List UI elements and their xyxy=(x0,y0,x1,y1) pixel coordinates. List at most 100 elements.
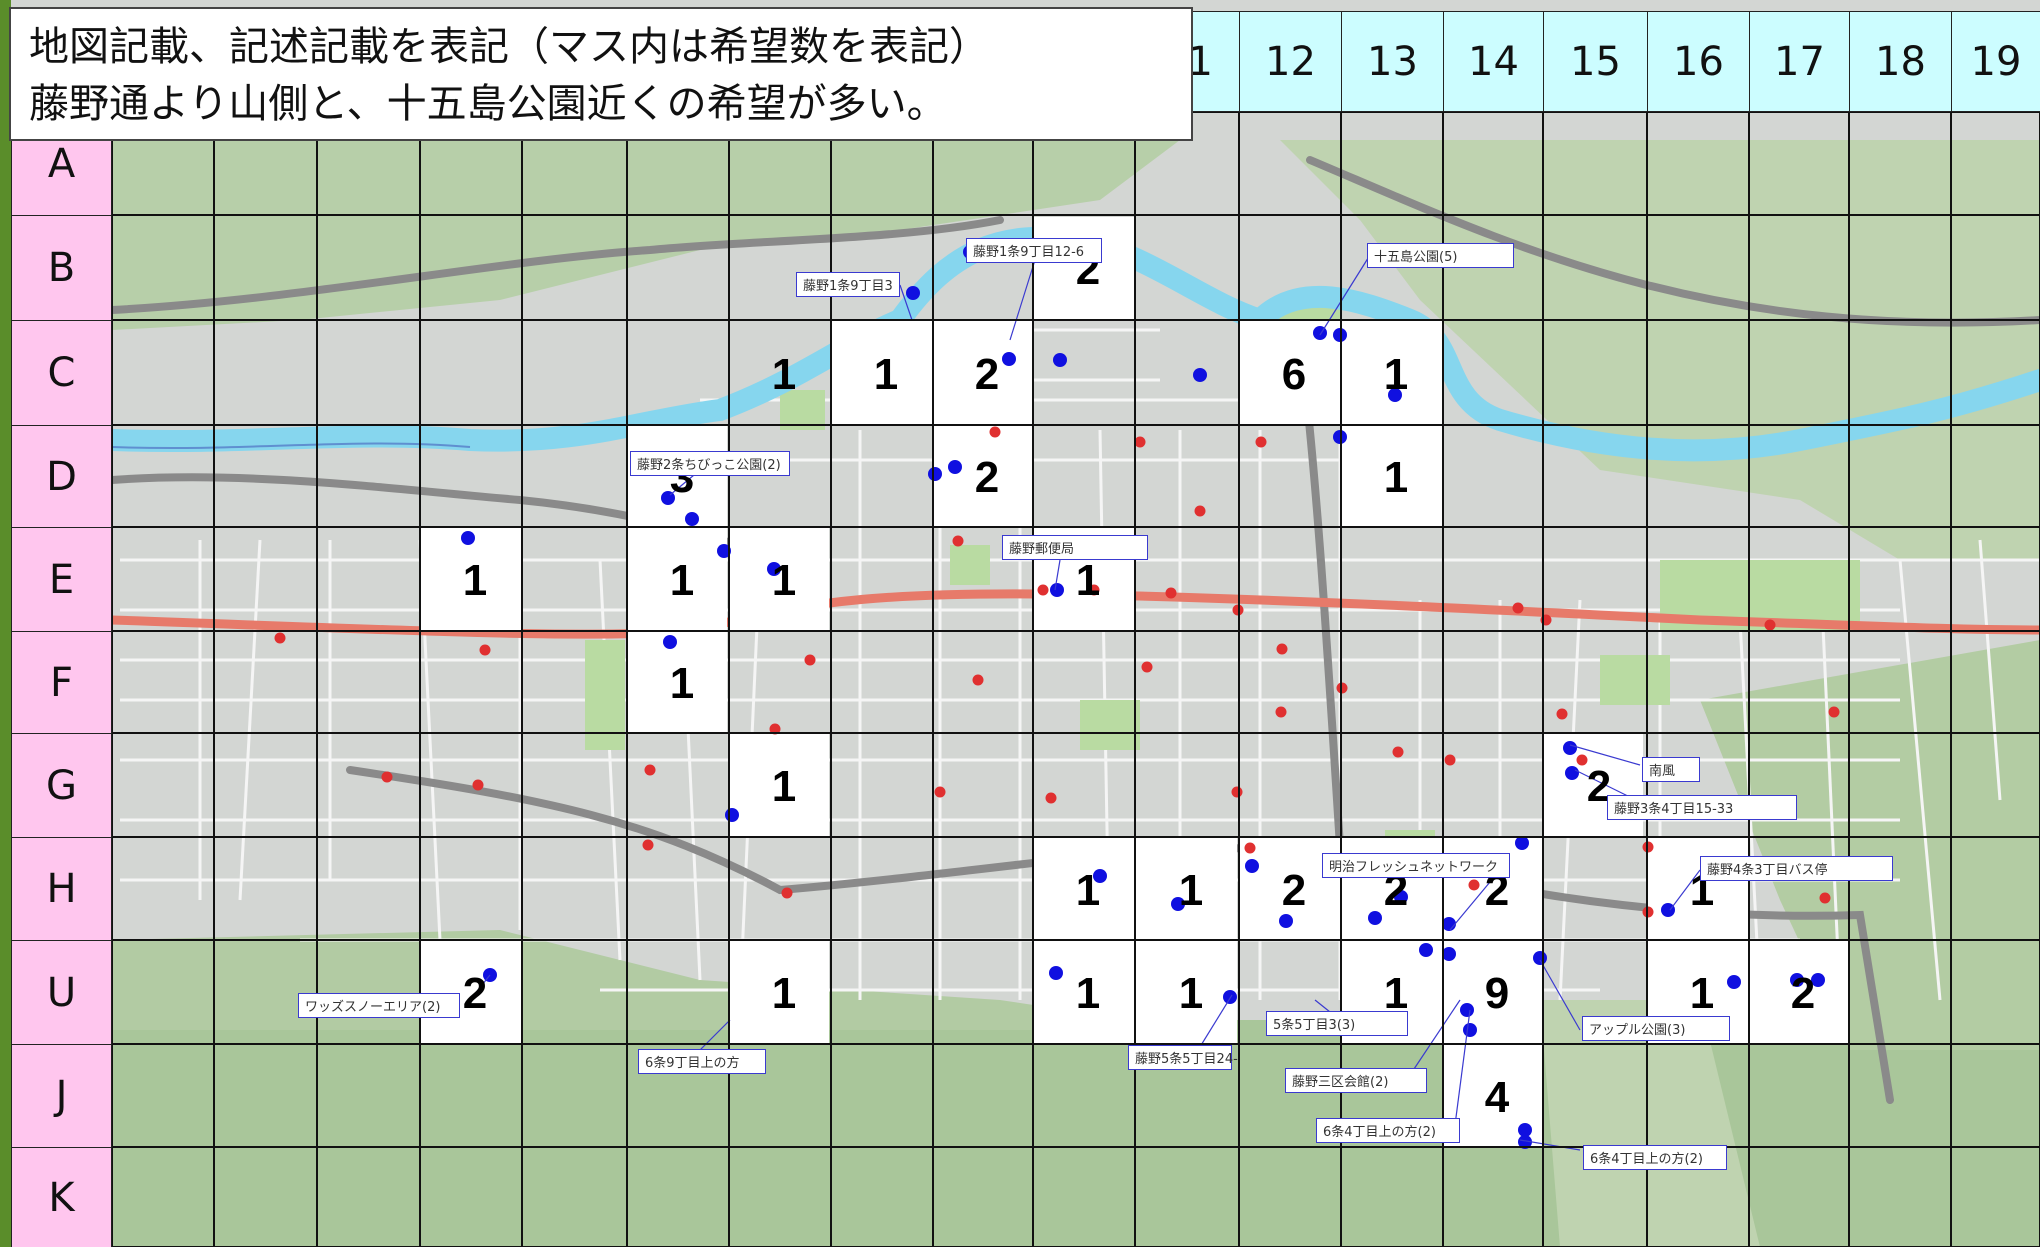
bus-stop-marker xyxy=(1556,708,1568,720)
place-label: 藤野1条9丁目3 xyxy=(796,272,900,297)
request-marker xyxy=(1223,990,1237,1004)
bus-stop-marker xyxy=(274,632,286,644)
request-marker xyxy=(1050,583,1064,597)
place-label: 藤野3条4丁目15-33 xyxy=(1607,795,1797,820)
bus-stop-marker xyxy=(1244,842,1256,854)
bus-stop-marker xyxy=(1045,792,1057,804)
bus-stop-marker xyxy=(1275,706,1287,718)
bus-stop-marker xyxy=(1231,786,1243,798)
row-header: B xyxy=(11,215,112,321)
request-marker xyxy=(663,635,677,649)
bus-stop-marker xyxy=(769,723,781,735)
request-marker xyxy=(717,544,731,558)
place-label: 十五島公園(5) xyxy=(1367,243,1514,268)
bus-stop-marker xyxy=(1828,706,1840,718)
place-label: 6条4丁目上の方(2) xyxy=(1583,1145,1727,1170)
column-header: 19 xyxy=(1951,11,2040,112)
request-count: 1 xyxy=(771,556,797,605)
request-count: 2 xyxy=(1281,865,1307,915)
request-marker xyxy=(1394,890,1408,904)
place-label: 6条4丁目上の方(2) xyxy=(1316,1118,1460,1143)
request-marker xyxy=(1565,766,1579,780)
place-label: 6条9丁目上の方 xyxy=(638,1049,766,1074)
request-marker xyxy=(1563,741,1577,755)
bus-stop-marker xyxy=(952,535,964,547)
column-header: 15 xyxy=(1543,11,1648,112)
request-marker xyxy=(1811,973,1825,987)
request-marker xyxy=(1002,352,1016,366)
request-count: 1 xyxy=(1178,969,1204,1018)
column-header: 16 xyxy=(1647,11,1750,112)
bus-stop-marker xyxy=(989,426,1001,438)
request-marker xyxy=(1661,903,1675,917)
request-count: 1 xyxy=(873,349,899,399)
request-marker xyxy=(1053,353,1067,367)
request-count: 2 xyxy=(974,453,1000,502)
request-count: 1 xyxy=(462,556,488,605)
request-count: 1 xyxy=(1075,969,1101,1018)
place-label: 藤野郵便局 xyxy=(1002,535,1148,560)
request-count: 2 xyxy=(1790,969,1816,1018)
request-marker xyxy=(725,808,739,822)
place-label: ワッズスノーエリア(2) xyxy=(298,993,460,1018)
request-marker xyxy=(1419,943,1433,957)
note-line-2: 藤野通より山側と、十五島公園近くの希望が多い。 xyxy=(29,81,947,127)
slide-edge-decoration xyxy=(0,0,11,1247)
bus-stop-marker xyxy=(381,771,393,783)
place-label: 明治フレッシュネットワーク xyxy=(1322,853,1510,878)
row-header: J xyxy=(11,1044,112,1148)
request-marker xyxy=(1460,1003,1474,1017)
bus-stop-marker xyxy=(1819,892,1831,904)
note-line-1: 地図記載、記述記載を表記（マス内は希望数を表記） xyxy=(29,24,989,70)
row-header: F xyxy=(11,631,112,734)
place-label: 藤野4条3丁目バス停 xyxy=(1700,856,1893,881)
request-count: 1 xyxy=(669,659,695,708)
column-header: 13 xyxy=(1341,11,1444,112)
summary-note: 地図記載、記述記載を表記（マス内は希望数を表記） 藤野通より山側と、十五島公園近… xyxy=(9,7,1193,141)
request-count: 1 xyxy=(771,969,797,1018)
bus-stop-marker xyxy=(1165,587,1177,599)
request-count: 1 xyxy=(771,762,797,811)
request-marker xyxy=(1533,951,1547,965)
place-label: 藤野2条ちびっこ公園(2) xyxy=(630,451,790,476)
request-marker xyxy=(1279,914,1293,928)
place-label: 5条5丁目3(3) xyxy=(1266,1011,1408,1036)
request-count: 6 xyxy=(1281,349,1307,399)
place-label: 藤野1条9丁目12-6 xyxy=(966,238,1102,263)
row-header: U xyxy=(11,940,112,1045)
request-marker xyxy=(928,467,942,481)
bus-stop-marker xyxy=(1392,746,1404,758)
request-count: 1 xyxy=(1383,453,1409,502)
request-count: 1 xyxy=(1075,865,1101,915)
bus-stop-marker xyxy=(1255,436,1267,448)
request-marker xyxy=(1790,973,1804,987)
request-marker xyxy=(461,531,475,545)
request-marker xyxy=(1518,1135,1532,1149)
column-header: 12 xyxy=(1239,11,1342,112)
bus-stop-marker xyxy=(1088,584,1100,596)
request-count: 2 xyxy=(974,349,1000,399)
request-marker xyxy=(906,286,920,300)
bus-stop-marker xyxy=(644,764,656,776)
request-marker xyxy=(685,512,699,526)
request-marker xyxy=(1463,1023,1477,1037)
bus-stop-marker xyxy=(1194,505,1206,517)
bus-stop-marker xyxy=(781,887,793,899)
row-header: C xyxy=(11,320,112,426)
row-header: E xyxy=(11,527,112,632)
place-label: 藤野5条5丁目24- xyxy=(1128,1045,1238,1070)
bus-stop-marker xyxy=(1576,754,1588,766)
request-count: 2 xyxy=(462,969,488,1018)
row-header: H xyxy=(11,837,112,941)
bus-stop-marker xyxy=(642,839,654,851)
bus-stop-marker xyxy=(1134,436,1146,448)
request-count: 1 xyxy=(1178,865,1204,915)
request-marker xyxy=(1171,897,1185,911)
request-marker xyxy=(1245,859,1259,873)
request-marker xyxy=(1193,368,1207,382)
request-marker xyxy=(767,562,781,576)
request-marker xyxy=(1518,1123,1532,1137)
bus-stop-marker xyxy=(1276,643,1288,655)
